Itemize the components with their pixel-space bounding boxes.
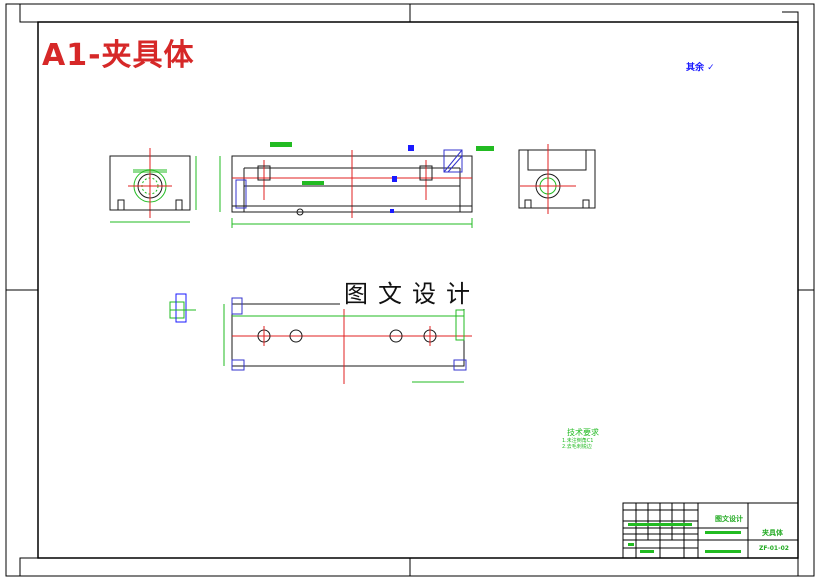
title-block-part-name: 夹具体 — [762, 529, 783, 537]
technical-requirements-text: 1.未注倒角C1 2.去毛刺锐边 — [562, 438, 593, 450]
corner-mark-tr — [782, 11, 799, 24]
title-block-organization: 图文设计 — [715, 515, 743, 523]
corner-mark-bl — [19, 557, 38, 576]
title-block — [622, 502, 799, 559]
roughness-symbol-icon: ✓ — [707, 63, 715, 73]
front-view — [219, 142, 494, 228]
tech-line: 2.去毛刺锐边 — [562, 444, 592, 450]
watermark: 图文设计 — [340, 274, 484, 309]
roughness-label: 其余 — [686, 63, 705, 73]
drawing-title: A1-夹具体 — [42, 38, 195, 73]
detail-view — [169, 293, 196, 323]
title-block-drawing-code: ZF-01-02 — [759, 545, 789, 552]
side-view-right — [518, 144, 596, 214]
technical-requirements-title: 技术要求 — [567, 428, 599, 437]
side-view-left — [109, 148, 197, 223]
corner-mark-tl — [19, 4, 38, 23]
tech-line: 1.未注倒角C1 — [562, 438, 594, 444]
surface-roughness-note: 其余 ✓ — [686, 60, 715, 73]
top-view — [223, 296, 472, 384]
